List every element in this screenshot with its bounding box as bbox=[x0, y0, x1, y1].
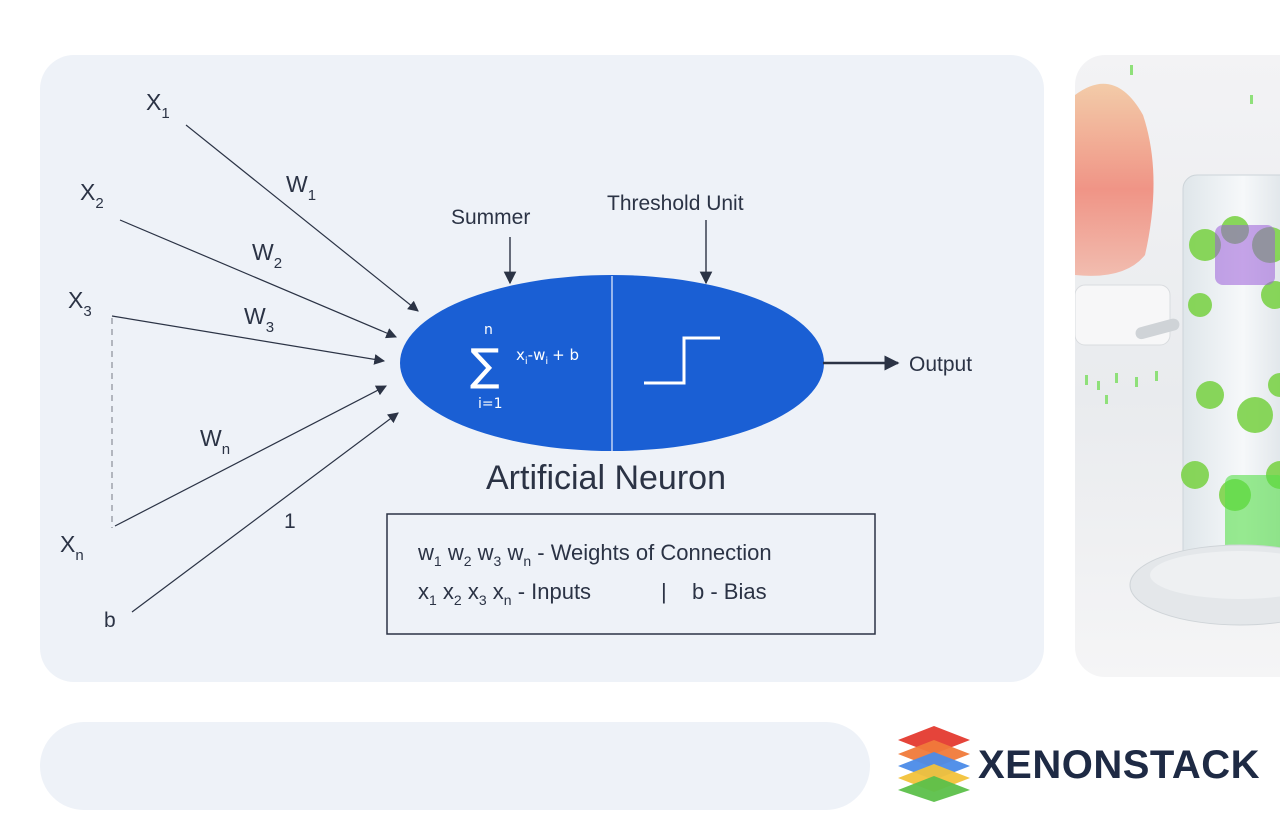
connection-xn bbox=[114, 385, 387, 527]
input-x1-label: X1 bbox=[146, 89, 170, 122]
summer-label: Summer bbox=[451, 206, 530, 229]
sum-term: xi-wi+ b bbox=[516, 346, 579, 367]
legend-box bbox=[386, 513, 876, 635]
legend-inputs-line: x1 x2 x3 xn - Inputs bbox=[418, 579, 591, 610]
xenonstack-logo-mark bbox=[898, 726, 970, 802]
input-xn-label: Xn bbox=[60, 531, 84, 564]
weight-w1-label: W1 bbox=[286, 171, 316, 204]
connection-x3 bbox=[111, 315, 386, 365]
input-x2-label: X2 bbox=[80, 179, 104, 212]
connection-x1 bbox=[185, 124, 419, 312]
weight-wn-label: Wn bbox=[200, 425, 230, 458]
summation-formula: n ∑ i=1 xi-wi+ b bbox=[470, 322, 579, 412]
sum-lower-limit: i=1 bbox=[478, 396, 503, 412]
legend-separator: | bbox=[661, 579, 667, 604]
brand-name: XENONSTACK bbox=[978, 743, 1261, 787]
xenonstack-logo bbox=[898, 726, 970, 802]
diagram-title: Artificial Neuron bbox=[486, 459, 726, 497]
output-label: Output bbox=[909, 353, 972, 376]
input-b-label: b bbox=[104, 609, 116, 632]
hero-image bbox=[1075, 55, 1280, 677]
legend-bias: b - Bias bbox=[692, 579, 767, 604]
footer-bar bbox=[40, 722, 870, 810]
connection-x2 bbox=[119, 219, 397, 339]
step-function-icon bbox=[644, 336, 720, 385]
input-x3-label: X3 bbox=[68, 287, 92, 320]
threshold-label: Threshold Unit bbox=[607, 192, 744, 215]
sum-upper-limit: n bbox=[484, 322, 493, 338]
legend-weights-line: w1 w2 w3 wn - Weights of Connection bbox=[417, 540, 772, 571]
hero-image-art bbox=[1075, 65, 1280, 626]
weight-w3-label: W3 bbox=[244, 303, 274, 336]
bias-weight-label: 1 bbox=[284, 510, 296, 533]
sum-symbol: ∑ bbox=[470, 340, 500, 391]
connection-bias bbox=[131, 412, 399, 613]
weight-w2-label: W2 bbox=[252, 239, 282, 272]
